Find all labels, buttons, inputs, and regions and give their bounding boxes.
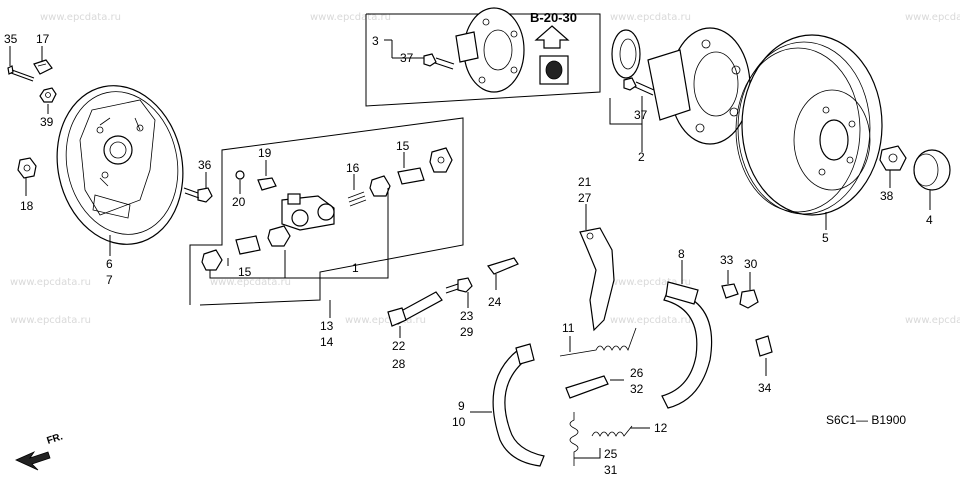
nut-39-drawing (39, 87, 57, 103)
watermark: www.epcdata.ru (610, 12, 691, 23)
callout-32: 32 (630, 382, 644, 396)
callout-39: 39 (40, 115, 54, 129)
front-direction-arrow: FR. (15, 431, 65, 471)
nut-18-drawing (17, 157, 37, 179)
callout-34: 34 (758, 381, 772, 395)
reference-arrow-drawing (534, 25, 570, 85)
callout-3: 3 (372, 34, 379, 48)
callout-15-upper: 15 (396, 139, 410, 153)
watermark: www.epcdata.ru (10, 277, 91, 288)
watermarks: www.epcdata.ru www.epcdata.ru www.epcdat… (10, 12, 960, 326)
callout-33: 33 (720, 253, 734, 267)
watermark: www.epcdata.ru (905, 315, 960, 326)
callout-7: 7 (106, 273, 113, 287)
watermark: www.epcdata.ru (610, 315, 691, 326)
backing-plate-drawing (56, 85, 184, 245)
bolt-35-drawing (7, 65, 35, 82)
callout-24: 24 (488, 295, 502, 309)
callout-9: 9 (458, 399, 465, 413)
watermark: www.epcdata.ru (210, 277, 291, 288)
parts-33-30-drawing (721, 283, 759, 309)
callout-25: 25 (604, 447, 618, 461)
hub-small-drawing (455, 7, 525, 93)
nut-38-drawing (879, 145, 907, 171)
callout-26: 26 (630, 366, 644, 380)
callout-14: 14 (320, 335, 334, 349)
callout-19: 19 (258, 146, 272, 160)
front-direction-label: FR. (46, 431, 65, 447)
spring-12-drawing (591, 425, 633, 437)
hub-group-box (365, 13, 601, 107)
watermark: www.epcdata.ru (345, 315, 426, 326)
callout-18: 18 (20, 199, 34, 213)
shoe-9-drawing (492, 343, 545, 467)
watermark: www.epcdata.ru (610, 277, 691, 288)
callout-31: 31 (604, 463, 618, 477)
callout-5: 5 (822, 231, 829, 245)
watermark: www.epcdata.ru (10, 315, 91, 326)
callout-16: 16 (346, 161, 360, 175)
callout-12: 12 (654, 421, 668, 435)
seal-drawing (611, 29, 641, 79)
callout-2: 2 (638, 150, 645, 164)
parking-lever-drawing (579, 227, 615, 332)
spring-25-drawing (569, 412, 579, 466)
bolt-23-drawing (445, 277, 473, 294)
callout-8: 8 (678, 247, 685, 261)
leader-lines (9, 39, 931, 459)
callout-38: 38 (880, 189, 894, 203)
callout-23: 23 (460, 309, 474, 323)
spring-11-drawing (559, 327, 637, 357)
clip-34-drawing (755, 335, 773, 357)
watermark: www.epcdata.ru (310, 12, 391, 23)
callout-numbers: 35 17 39 18 36 6 7 19 20 16 15 15 1 13 1… (4, 10, 933, 477)
clip-24-drawing (487, 257, 519, 275)
diagram-code: S6C1— B1900 (826, 413, 906, 427)
callout-10: 10 (452, 415, 466, 429)
callout-17: 17 (36, 32, 50, 46)
callout-13: 13 (320, 319, 334, 333)
callout-4: 4 (926, 213, 933, 227)
callout-37-hub: 37 (400, 51, 414, 65)
brake-drum-drawing (735, 34, 883, 216)
wheel-cylinder-drawing (281, 193, 335, 231)
cylinder-group-box (189, 117, 464, 306)
callout-37: 37 (634, 108, 648, 122)
callout-36: 36 (198, 158, 212, 172)
cylinder-small-parts (201, 147, 453, 271)
link-26-drawing (565, 375, 609, 399)
callout-20: 20 (232, 195, 246, 209)
callout-28: 28 (392, 357, 406, 371)
callout-27: 27 (578, 191, 592, 205)
callout-30: 30 (744, 257, 758, 271)
watermark: www.epcdata.ru (40, 12, 121, 23)
callout-11: 11 (562, 321, 575, 335)
watermark: www.epcdata.ru (905, 12, 960, 23)
callout-35: 35 (4, 32, 18, 46)
reference-label: B-20-30 (530, 10, 577, 25)
shoe-8-drawing (661, 281, 713, 409)
hub-bolt-37-drawing (423, 53, 455, 70)
callout-15-lower: 15 (238, 265, 252, 279)
callout-29: 29 (460, 325, 474, 339)
adjuster-22-drawing (387, 291, 443, 327)
callout-22: 22 (392, 339, 406, 353)
cap-4-drawing (913, 149, 951, 191)
hub-bearing-drawing (647, 27, 751, 145)
callout-21: 21 (578, 175, 592, 189)
hub-bolt-37b-drawing (623, 77, 655, 96)
callout-1: 1 (352, 261, 359, 275)
clip-17-drawing (33, 59, 53, 75)
bolt-36-drawing (183, 187, 213, 203)
callout-6: 6 (106, 257, 113, 271)
